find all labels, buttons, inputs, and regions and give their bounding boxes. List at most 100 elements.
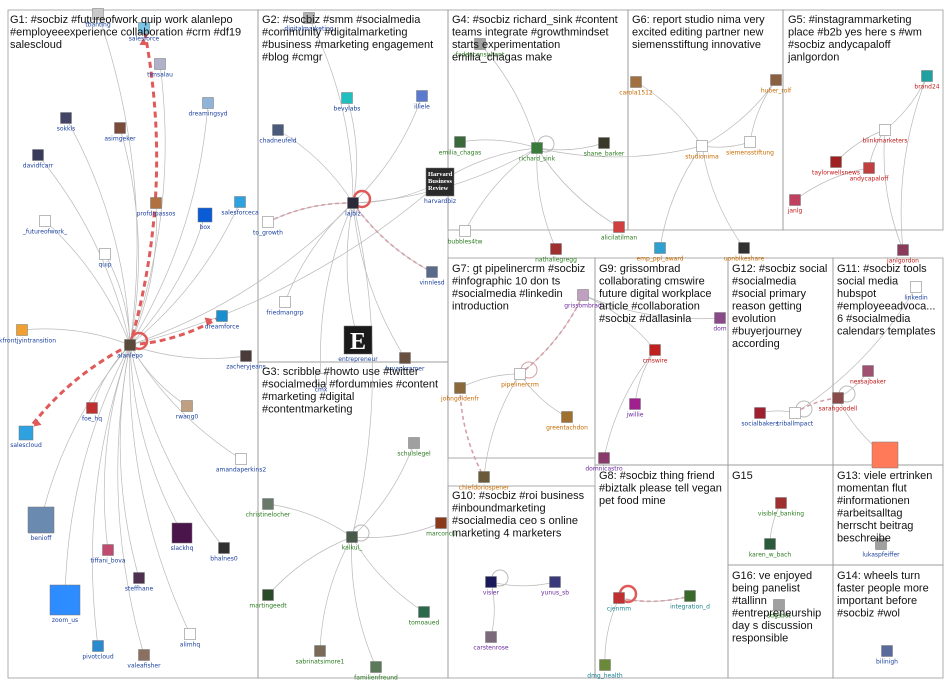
node-visier[interactable]: visier bbox=[483, 576, 500, 597]
node-visible_banking[interactable]: visible_banking bbox=[758, 497, 804, 518]
node-steffhane[interactable]: steffhane bbox=[125, 572, 154, 593]
node-asimgeker[interactable]: asimgeker bbox=[104, 122, 136, 143]
node-taylorwellsnews[interactable]: taylorwellsnews bbox=[812, 156, 860, 177]
node-cmswire[interactable]: cmswire bbox=[643, 344, 668, 365]
node-schulslegel[interactable]: schulslegel bbox=[397, 437, 431, 458]
node-carstenrose[interactable]: carstenrose bbox=[473, 631, 509, 652]
node-vinnlesd[interactable]: vinnlesd bbox=[419, 266, 445, 287]
node-shane_barker[interactable]: shane_barker bbox=[584, 137, 625, 158]
node-bryankramer[interactable]: bryankramer bbox=[386, 352, 425, 373]
node-foe_hq[interactable]: foe_hq bbox=[82, 402, 102, 423]
node-alicilatilman[interactable]: alicilatilman bbox=[601, 221, 638, 242]
node-familienfreund[interactable]: familienfreund bbox=[354, 661, 398, 682]
node-johngoldenfr[interactable]: johngoldenfr bbox=[440, 382, 480, 403]
node-emp_ppl_award[interactable]: emp_ppl_award bbox=[636, 242, 684, 263]
node-domnicastro[interactable]: domnicastro bbox=[585, 452, 623, 473]
node-brand24[interactable]: brand24 bbox=[914, 70, 940, 91]
node-dmg_health[interactable]: dmg_health bbox=[587, 659, 623, 680]
node-greentachdon[interactable]: greentachdon bbox=[546, 411, 588, 432]
node-socialbakers[interactable]: socialbakers bbox=[741, 407, 779, 428]
node-nathaliegregg[interactable]: nathaliegregg bbox=[535, 243, 577, 264]
node-integration_d[interactable]: integration_d bbox=[670, 590, 710, 611]
avatar-icon bbox=[714, 312, 726, 324]
node-amandaperkins2[interactable]: amandaperkins2 bbox=[216, 453, 267, 474]
node-valeafisher[interactable]: valeafisher bbox=[127, 649, 161, 670]
node-_futureofwork_[interactable]: _futureofwork_ bbox=[22, 215, 68, 236]
node-dom[interactable]: dom bbox=[713, 312, 727, 333]
node-uonblkeshare[interactable]: uonblkeshare bbox=[724, 242, 765, 263]
node-hubspot[interactable] bbox=[871, 441, 899, 469]
node-tomoaued[interactable]: tomoaued bbox=[409, 606, 440, 627]
node-blinkmarketers[interactable]: blinkmarketers bbox=[863, 124, 908, 145]
node-zoom_us[interactable]: zoom_us bbox=[49, 584, 81, 624]
node-label: lajblz bbox=[345, 211, 361, 218]
node-cmx[interactable]: cmx bbox=[315, 373, 328, 394]
node-marconcu[interactable]: marconcu bbox=[426, 517, 456, 538]
edge-lajblz-vinnlesd bbox=[352, 202, 433, 273]
node-christinelocher[interactable]: christinelocher bbox=[246, 498, 291, 519]
node-nessajbaker[interactable]: nessajbaker bbox=[850, 365, 887, 386]
group-title-g2: G2: #socbiz #smm #socialmedia#community … bbox=[262, 14, 433, 64]
node-friedmangrp[interactable]: friedmangrp bbox=[266, 296, 304, 317]
node-janlgordon[interactable]: janlgordon bbox=[886, 244, 919, 265]
node-martingeedt[interactable]: martingeedt bbox=[249, 589, 287, 610]
node-illiele[interactable]: illiele bbox=[414, 90, 430, 111]
node-chiefdoriospener[interactable]: chiefdoriospener bbox=[459, 471, 510, 492]
node-siemensstiftung[interactable]: siemensstiftung bbox=[726, 136, 774, 157]
node-slackhq[interactable]: slackhq bbox=[171, 522, 194, 552]
node-jwillie[interactable]: jwillie bbox=[626, 398, 644, 419]
node-tiffani_bova[interactable]: tiffani_bova bbox=[90, 544, 126, 565]
node-lajblz[interactable]: lajblz bbox=[345, 197, 361, 218]
node-box[interactable]: box bbox=[197, 207, 213, 231]
node-triballmpact[interactable]: triballmpact bbox=[777, 407, 814, 428]
node-quip[interactable]: quip bbox=[98, 248, 112, 269]
node-timsalau[interactable]: timsalau bbox=[147, 58, 173, 79]
node-dreamforce[interactable]: dreamforce bbox=[205, 310, 240, 331]
node-pivotcloud[interactable]: pivotcloud bbox=[82, 640, 114, 661]
node-alimhq[interactable]: alimhq bbox=[180, 628, 201, 649]
node-zacheryjeans[interactable]: zacheryjeans bbox=[226, 350, 266, 371]
node-benioff[interactable]: benioff bbox=[27, 506, 55, 542]
node-karen_w_bach[interactable]: karen_w_bach bbox=[749, 538, 792, 559]
node-profdrpassos[interactable]: profdrpassos bbox=[137, 197, 176, 218]
node-bhalnes0[interactable]: bhalnes0 bbox=[210, 542, 238, 563]
node-pipelinercrm[interactable]: pipelinercrm bbox=[501, 368, 539, 389]
node-kalkul_[interactable]: kalkul_ bbox=[342, 531, 363, 552]
node-salesforce[interactable]: salesforce bbox=[129, 22, 160, 43]
node-andycapaloff[interactable]: andycapaloff bbox=[850, 162, 890, 183]
node-studionima[interactable]: studionima bbox=[685, 140, 719, 161]
node-fadenconsultant[interactable]: fadenconsultant bbox=[456, 38, 505, 59]
node-sabrinatsimore1[interactable]: sabrinatsimore1 bbox=[296, 645, 345, 666]
node-richard_sink[interactable]: richard_sink bbox=[519, 142, 556, 163]
node-rwang0[interactable]: rwang0 bbox=[176, 400, 199, 421]
node-janlg[interactable]: janlg bbox=[787, 194, 803, 215]
node-yunus_sb[interactable]: yunus_sb bbox=[541, 576, 569, 597]
node-grissombrad[interactable]: grissombrad bbox=[564, 289, 602, 310]
node-digitalmarketing[interactable]: digitalmarketing bbox=[284, 12, 334, 33]
node-salescloud[interactable]: salescloud bbox=[10, 425, 42, 449]
node-salesforceca[interactable]: salesforceca bbox=[221, 196, 259, 217]
node-carola1512[interactable]: carola1512 bbox=[619, 76, 653, 97]
node-bubbles4tw[interactable]: bubbles4tw bbox=[448, 225, 483, 246]
node-chadneufeld[interactable]: chadneufeld bbox=[259, 124, 297, 145]
node-alanlepo[interactable]: alanlepo bbox=[117, 339, 143, 360]
node-lukaspfeiffer[interactable]: lukaspfeiffer bbox=[862, 538, 900, 559]
node-cjenmm[interactable]: cjenmm bbox=[607, 592, 631, 613]
node-dreamingsyd[interactable]: dreamingsyd bbox=[188, 97, 228, 118]
node-emilia_chagas[interactable]: emilia_chagas bbox=[439, 136, 482, 157]
node-linkedin[interactable]: linkedin bbox=[904, 281, 928, 302]
node-sokkls[interactable]: sokkls bbox=[57, 112, 76, 133]
node-sarahgoodell[interactable]: sarahgoodell bbox=[819, 392, 858, 413]
node-sdgsbot[interactable]: sdgsbot bbox=[767, 599, 791, 620]
node-tbanting[interactable]: tbanting bbox=[85, 8, 111, 29]
node-to_growth[interactable]: to_growth bbox=[253, 216, 283, 237]
node-workfrontjyintransition[interactable]: workfrontjyintransition bbox=[0, 324, 56, 345]
node-huber_rolf[interactable]: huber_rolf bbox=[761, 74, 792, 95]
node-bevylabs[interactable]: bevylabs bbox=[334, 92, 361, 113]
group-title-line: #socbiz #wol bbox=[837, 608, 900, 620]
node-davidfcarr[interactable]: davidfcarr bbox=[23, 149, 54, 170]
node-bilinigh[interactable]: bilinigh bbox=[876, 645, 898, 666]
